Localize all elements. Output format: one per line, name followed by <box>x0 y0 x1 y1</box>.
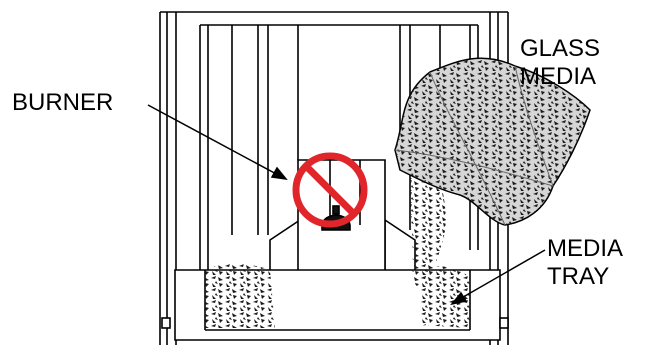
media-tray-label-line2: TRAY <box>547 264 609 289</box>
burner-label: BURNER <box>12 90 113 115</box>
media-tray-label-line1: MEDIA <box>547 236 623 261</box>
glass-media-label-line1: GLASS <box>520 36 600 61</box>
glass-media-label-line2: MEDIA <box>520 64 596 89</box>
